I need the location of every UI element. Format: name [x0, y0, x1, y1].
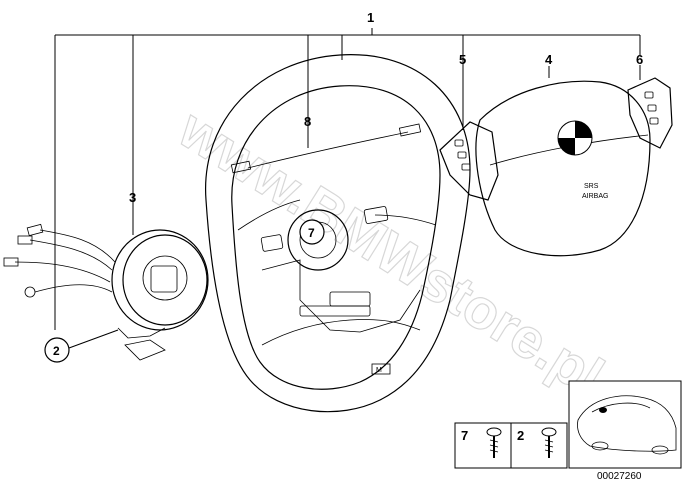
fastener-7-label: 7: [461, 428, 468, 443]
circled-callout-7: 7: [299, 219, 325, 245]
airbag-module: SRS AIRBAG: [475, 80, 651, 257]
clock-spring: [3, 223, 209, 361]
switch-left: [439, 121, 499, 201]
screw-icon: [486, 427, 502, 458]
callout-1: 1: [367, 10, 374, 25]
switch-right: [627, 77, 673, 149]
callout-5: 5: [459, 52, 466, 67]
car-location-inset: [568, 380, 682, 469]
callout-3: 3: [129, 190, 136, 205]
fastener-table: 7 2: [454, 422, 568, 469]
fastener-2-label: 2: [517, 428, 524, 443]
document-number: 00027260: [597, 471, 642, 482]
circled-callout-7-label: 7: [308, 226, 315, 240]
m-badge: M: [376, 367, 382, 374]
circled-callout-2-label: 2: [53, 344, 60, 358]
wiring-harness: [230, 123, 422, 174]
leader-lines: [54, 28, 641, 330]
airbag-airbag-label: AIRBAG: [582, 193, 608, 200]
callout-8: 8: [304, 114, 311, 129]
screw-icon: [541, 427, 557, 458]
callout-4: 4: [545, 52, 553, 67]
callout-6: 6: [636, 52, 643, 67]
airbag-srs-label: SRS: [584, 183, 599, 190]
circled-callout-2: 2: [44, 337, 70, 363]
